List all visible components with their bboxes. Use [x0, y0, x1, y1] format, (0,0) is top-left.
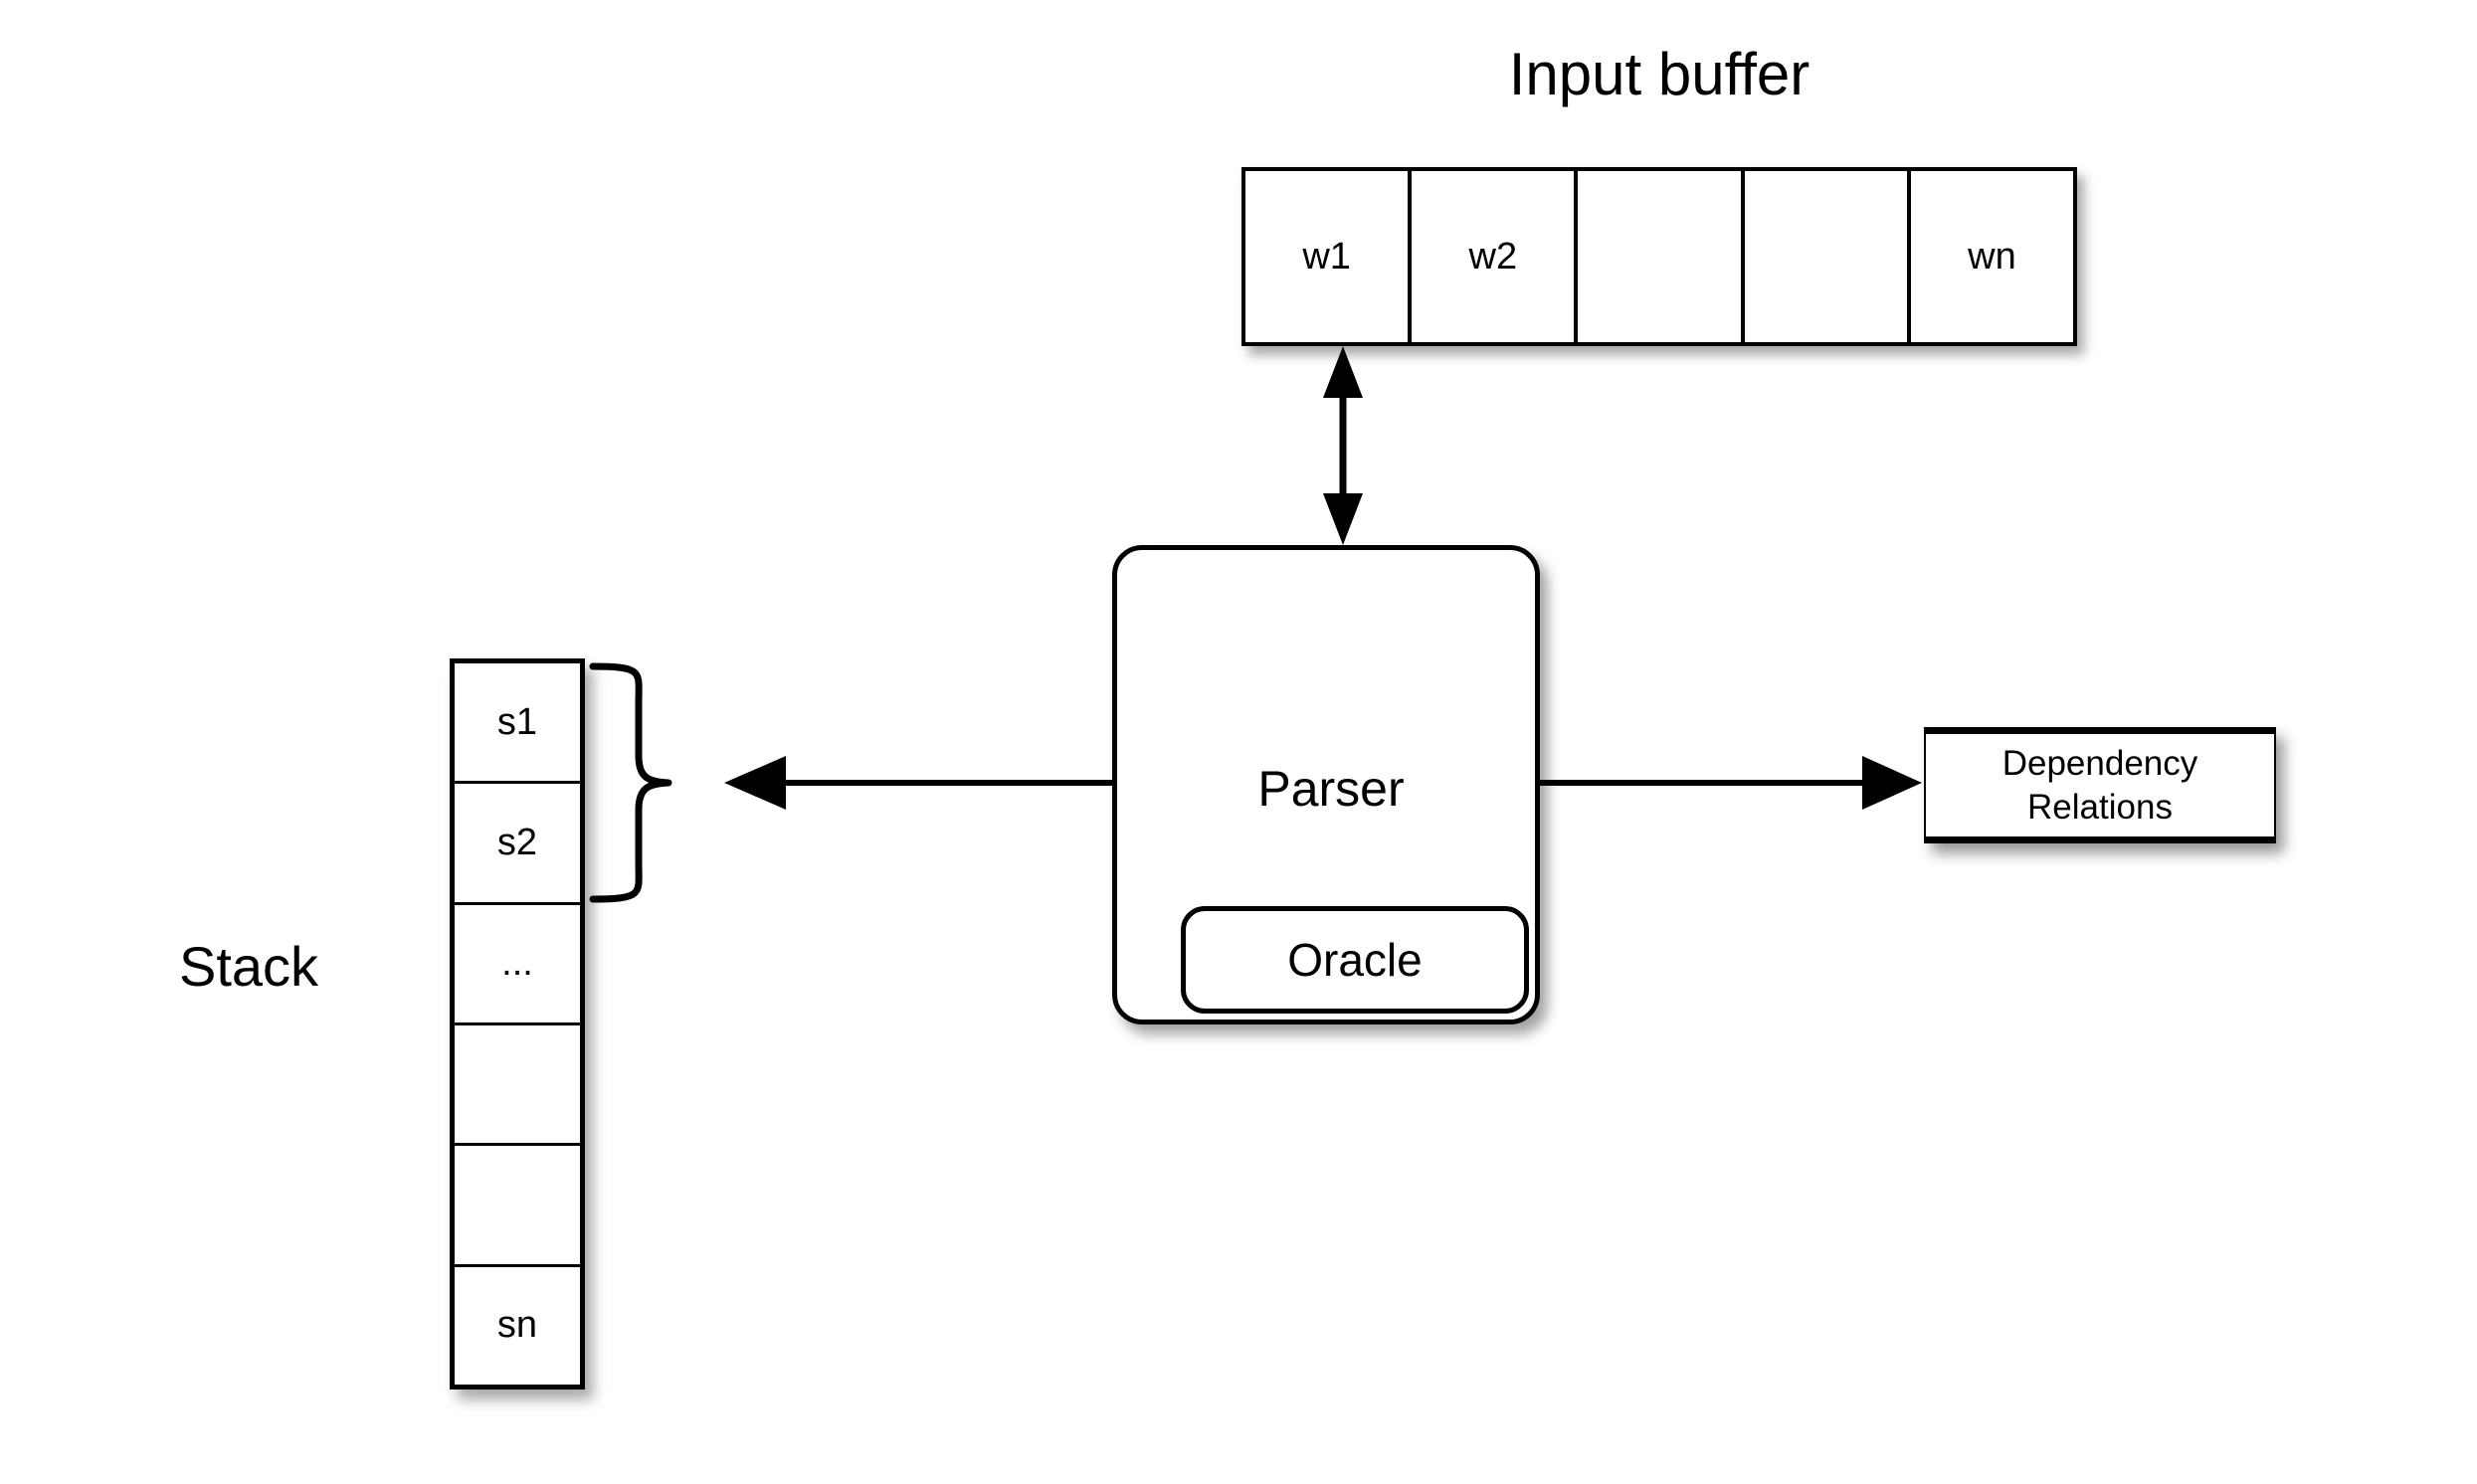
stack-cell: sn: [455, 1266, 580, 1385]
dependency-relations-line-1: Dependency: [2001, 743, 2198, 783]
buffer-cell: wn: [1910, 171, 2074, 342]
buffer-cell: [1578, 171, 1745, 342]
stack-brace: [589, 662, 672, 903]
stack-label: Stack: [179, 935, 319, 998]
dependency-relations-box: Dependency Relations: [1924, 727, 2276, 843]
buffer-parser-arrow: [1323, 346, 1363, 545]
stack-cell: [455, 1024, 580, 1147]
buffer-cell: [1744, 171, 1911, 342]
input-buffer-title: Input buffer: [1508, 41, 1810, 107]
stack-box: s1 s2 ... sn: [450, 658, 585, 1390]
dependency-relations-line-2: Relations: [2027, 787, 2173, 827]
stack-cell: ...: [455, 904, 580, 1025]
stack-cell: s1: [455, 663, 580, 785]
parser-label: Parser: [1257, 761, 1405, 817]
stack-cell: s2: [455, 784, 580, 905]
oracle-label: Oracle: [1287, 934, 1423, 986]
buffer-cell: w1: [1245, 171, 1413, 342]
input-buffer: w1 w2 wn: [1241, 167, 2077, 346]
stack-cell: [455, 1146, 580, 1267]
parser-stack-arrow: [724, 756, 1112, 810]
buffer-cell: w2: [1412, 171, 1579, 342]
parser-box: Parser Oracle: [1112, 545, 1540, 1024]
oracle-box: Oracle: [1181, 906, 1529, 1014]
parser-dependency-arrow: [1540, 756, 1922, 810]
